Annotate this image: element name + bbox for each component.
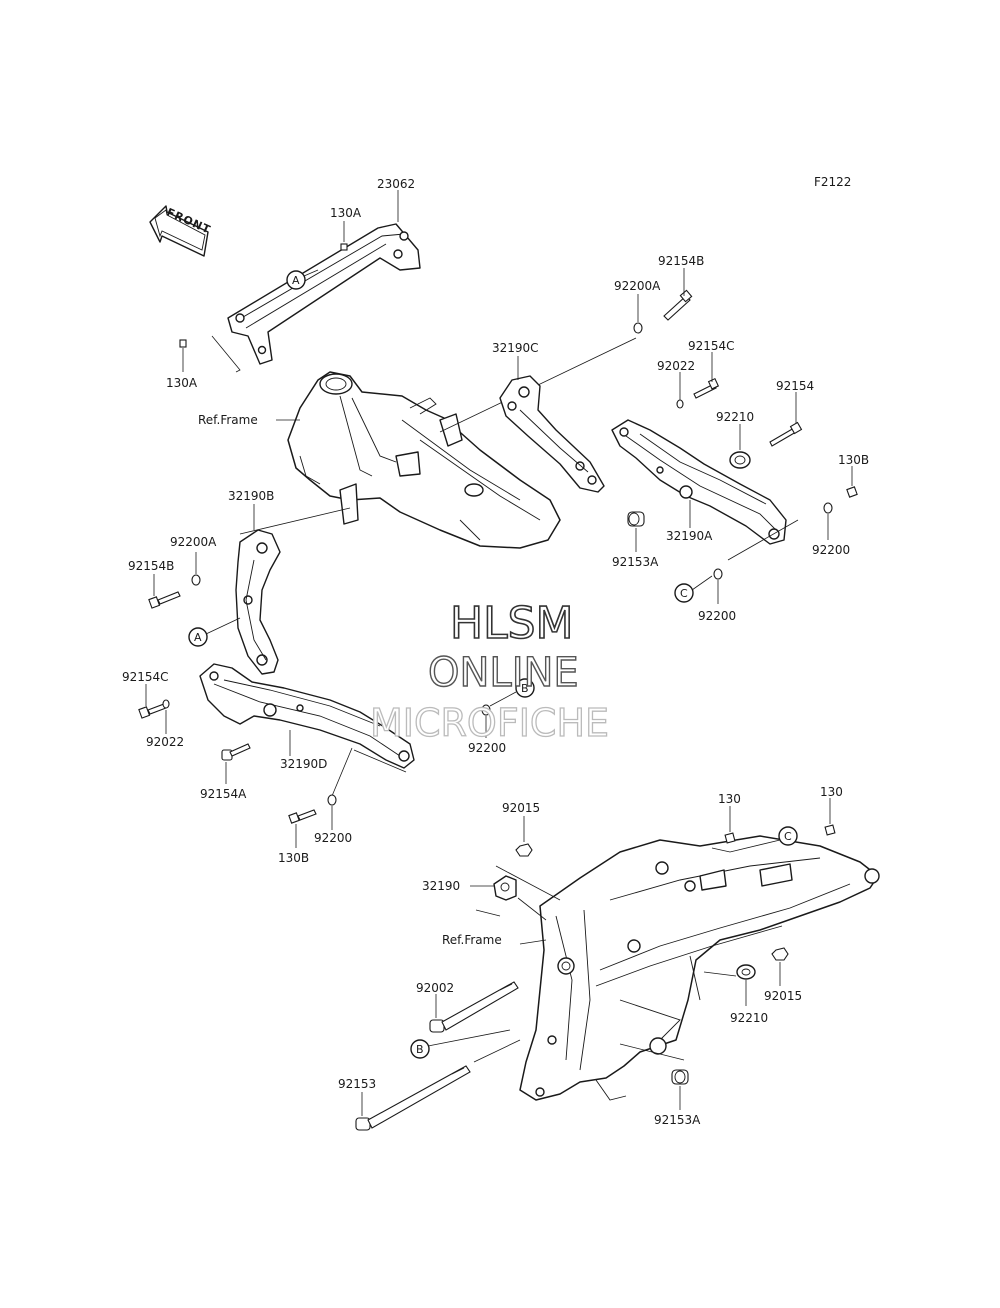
bolt-92002 [429, 981, 519, 1033]
label-92200-C[interactable]: 92200 [698, 609, 736, 623]
bolt-92154C-right [693, 377, 720, 399]
label-92200-mid[interactable]: 92200 [468, 741, 506, 755]
label-ref-frame-bottom[interactable]: Ref.Frame [442, 933, 502, 947]
bolt-92154 [769, 421, 803, 447]
collar-92153A-right [627, 511, 645, 527]
callout-A-left[interactable]: A [194, 631, 202, 644]
collar-92210-bottom [736, 964, 756, 980]
label-92154B-right[interactable]: 92154B [658, 254, 704, 268]
label-130B-left[interactable]: 130B [278, 851, 309, 865]
label-ref-frame-top[interactable]: Ref.Frame [198, 413, 258, 427]
callout-C-bottom[interactable]: C [784, 830, 792, 843]
watermark-online: ONLINE [428, 650, 579, 696]
part-23062-bracket [227, 223, 421, 365]
label-92153[interactable]: 92153 [338, 1077, 376, 1091]
label-92022-left[interactable]: 92022 [146, 735, 184, 749]
label-130-a[interactable]: 130 [718, 792, 741, 806]
part-32190D-bracket [199, 663, 415, 769]
bolt-92154C-left [138, 703, 167, 719]
callout-A-top[interactable]: A [292, 274, 300, 287]
bolt-92154B-right [663, 289, 693, 321]
label-32190D[interactable]: 32190D [280, 757, 327, 771]
label-92200-right[interactable]: 92200 [812, 543, 850, 557]
label-92154A[interactable]: 92154A [200, 787, 247, 801]
label-32190A[interactable]: 32190A [666, 529, 713, 543]
label-130A-bottom[interactable]: 130A [166, 376, 198, 390]
watermark-hlsm: HLSM [450, 598, 574, 649]
label-92200A-left[interactable]: 92200A [170, 535, 217, 549]
bolt-92154B-left [148, 591, 181, 609]
label-92154B-left[interactable]: 92154B [128, 559, 174, 573]
bolt-92153 [355, 1065, 471, 1131]
nut-92015-bottom [771, 947, 789, 961]
part-32190A-bracket [611, 419, 787, 545]
lower-main-frame [519, 835, 880, 1101]
label-23062[interactable]: 23062 [377, 177, 415, 191]
nut-92015-top [515, 843, 533, 857]
label-92200-bottom[interactable]: 92200 [314, 831, 352, 845]
front-arrow-icon: FRONT [149, 205, 213, 257]
label-92200A-right[interactable]: 92200A [614, 279, 661, 293]
label-92015-top[interactable]: 92015 [502, 801, 540, 815]
watermark-microfiche: MICROFICHE [370, 701, 609, 745]
upper-main-frame [287, 371, 561, 549]
label-92002[interactable]: 92002 [416, 981, 454, 995]
callout-B-bottom[interactable]: B [416, 1043, 424, 1056]
part-32190B-bracket [235, 529, 281, 675]
part-32190-bracket [493, 875, 517, 901]
label-32190C[interactable]: 32190C [492, 341, 539, 355]
label-130A-top[interactable]: 130A [330, 206, 362, 220]
bolt-92154A [221, 743, 251, 761]
label-92153A-bottom[interactable]: 92153A [654, 1113, 701, 1127]
label-92210-right[interactable]: 92210 [716, 410, 754, 424]
watermark: HLSM ONLINE MICROFICHE [369, 597, 609, 745]
label-92015-bottom[interactable]: 92015 [764, 989, 802, 1003]
bolt-130B-left [288, 809, 317, 824]
label-92154C-left[interactable]: 92154C [122, 670, 169, 684]
callout-B-top[interactable]: B [521, 682, 529, 695]
label-92022-right[interactable]: 92022 [657, 359, 695, 373]
label-92153A-right[interactable]: 92153A [612, 555, 659, 569]
label-32190B[interactable]: 32190B [228, 489, 274, 503]
label-92154C-right[interactable]: 92154C [688, 339, 735, 353]
label-32190[interactable]: 32190 [422, 879, 460, 893]
label-130-b[interactable]: 130 [820, 785, 843, 799]
callout-C-top[interactable]: C [680, 587, 688, 600]
collar-92210-right [729, 451, 751, 469]
part-32190C-bracket [499, 375, 605, 493]
collar-92153A-bottom [671, 1069, 689, 1085]
label-130B-right[interactable]: 130B [838, 453, 869, 467]
label-92210-bottom[interactable]: 92210 [730, 1011, 768, 1025]
label-92154[interactable]: 92154 [776, 379, 814, 393]
diagram-code: F2122 [814, 175, 851, 189]
